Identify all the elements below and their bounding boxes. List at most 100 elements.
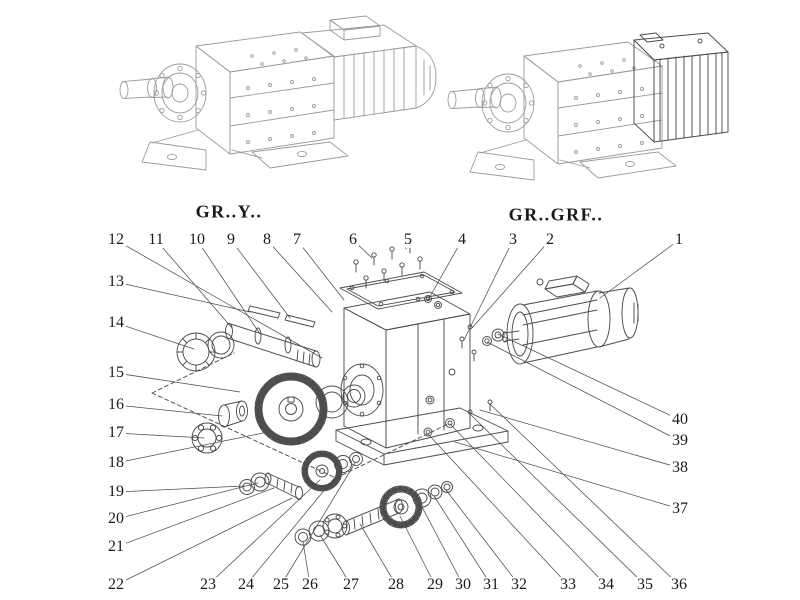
callout-22: 22	[106, 576, 126, 593]
callout-14: 14	[106, 314, 126, 331]
leader-line-25	[280, 462, 356, 586]
gearmotor-drawing-left	[119, 15, 437, 171]
callout-1: 1	[673, 231, 685, 248]
leader-line-7	[296, 239, 345, 301]
leader-line-8	[266, 239, 333, 313]
output-shaft-assembly	[294, 481, 453, 546]
callout-27: 27	[341, 576, 361, 593]
leader-line-30	[419, 502, 464, 586]
callout-25: 25	[271, 576, 291, 593]
bearing-disc-group	[315, 384, 366, 419]
callout-36: 36	[669, 576, 689, 593]
exploded-top-cover	[339, 271, 463, 310]
leader-line-28	[359, 523, 397, 586]
callout-5: 5	[402, 231, 414, 248]
callout-10: 10	[187, 231, 207, 248]
leader-line-2	[471, 239, 551, 329]
callout-30: 30	[453, 576, 473, 593]
pinion-assembly	[239, 450, 363, 500]
washer-ring-upper	[207, 331, 235, 359]
callout-28: 28	[386, 576, 406, 593]
callout-31: 31	[481, 576, 501, 593]
motor-mount-hardware	[459, 324, 505, 362]
callout-16: 16	[106, 396, 126, 413]
callout-3: 3	[507, 231, 519, 248]
leader-line-9	[230, 239, 291, 319]
callout-11: 11	[146, 231, 166, 248]
callout-40: 40	[670, 411, 690, 428]
callout-29: 29	[425, 576, 445, 593]
leader-line-39	[486, 341, 681, 442]
callout-13: 13	[106, 273, 126, 290]
exploded-motor	[502, 275, 639, 365]
leader-lines	[115, 239, 681, 586]
callout-2: 2	[544, 231, 556, 248]
callout-37: 37	[670, 500, 690, 517]
leader-line-19	[115, 485, 245, 493]
leader-line-37	[454, 441, 681, 510]
leader-line-31	[433, 495, 492, 586]
callout-8: 8	[261, 231, 273, 248]
leader-line-16	[115, 404, 223, 417]
leader-line-36	[489, 403, 680, 586]
leader-line-4	[427, 239, 463, 301]
leader-line-27	[319, 534, 352, 586]
callout-23: 23	[198, 576, 218, 593]
leader-line-1	[599, 239, 680, 299]
motor-drawing	[301, 15, 437, 121]
callout-35: 35	[635, 576, 655, 593]
leader-line-15	[115, 372, 241, 393]
callout-17: 17	[106, 424, 126, 441]
variant-label-left: GR..Y..	[195, 201, 263, 222]
leader-line-35	[469, 413, 646, 586]
callout-33: 33	[558, 576, 578, 593]
leader-line-24	[245, 469, 342, 586]
leader-line-32	[445, 489, 520, 586]
fan-cover-block-drawing	[633, 32, 729, 143]
leader-line-13	[115, 281, 251, 313]
callout-4: 4	[456, 231, 468, 248]
leader-line-23	[207, 479, 321, 586]
callout-21: 21	[106, 538, 126, 555]
callout-6: 6	[347, 231, 359, 248]
bearing-17	[191, 422, 223, 454]
callout-39: 39	[670, 432, 690, 449]
leader-line-40	[497, 333, 681, 421]
callout-38: 38	[670, 459, 690, 476]
leader-line-38	[479, 409, 681, 469]
exploded-base-feet	[335, 407, 509, 466]
gear-18	[254, 372, 328, 446]
callout-12: 12	[106, 231, 126, 248]
callout-7: 7	[291, 231, 303, 248]
callout-19: 19	[106, 483, 126, 500]
gearmotor-drawing-right	[447, 32, 729, 181]
housing-plugs-hardware	[423, 399, 493, 437]
leader-line-17	[115, 432, 205, 439]
leader-line-21	[115, 487, 275, 548]
leader-line-3	[463, 239, 514, 341]
variant-label-right: GR..GRF..	[508, 204, 604, 225]
exploded-housing	[340, 291, 471, 449]
leader-line-33	[427, 433, 569, 586]
callout-15: 15	[106, 364, 126, 381]
callout-18: 18	[106, 454, 126, 471]
callout-20: 20	[106, 510, 126, 527]
callout-34: 34	[596, 576, 616, 593]
leader-line-10	[196, 239, 261, 335]
leader-line-14	[115, 322, 195, 350]
callout-9: 9	[225, 231, 237, 248]
exploded-view-drawing	[151, 240, 639, 546]
leader-line-29	[399, 515, 436, 586]
callout-24: 24	[236, 576, 256, 593]
leader-line-34	[449, 423, 607, 586]
callout-32: 32	[509, 576, 529, 593]
terminal-box	[329, 15, 381, 41]
leader-line-18	[115, 431, 269, 464]
leader-line-12	[115, 239, 323, 359]
motor-terminal-box	[544, 275, 590, 298]
leader-line-20	[115, 482, 259, 520]
leader-line-11	[155, 239, 233, 329]
